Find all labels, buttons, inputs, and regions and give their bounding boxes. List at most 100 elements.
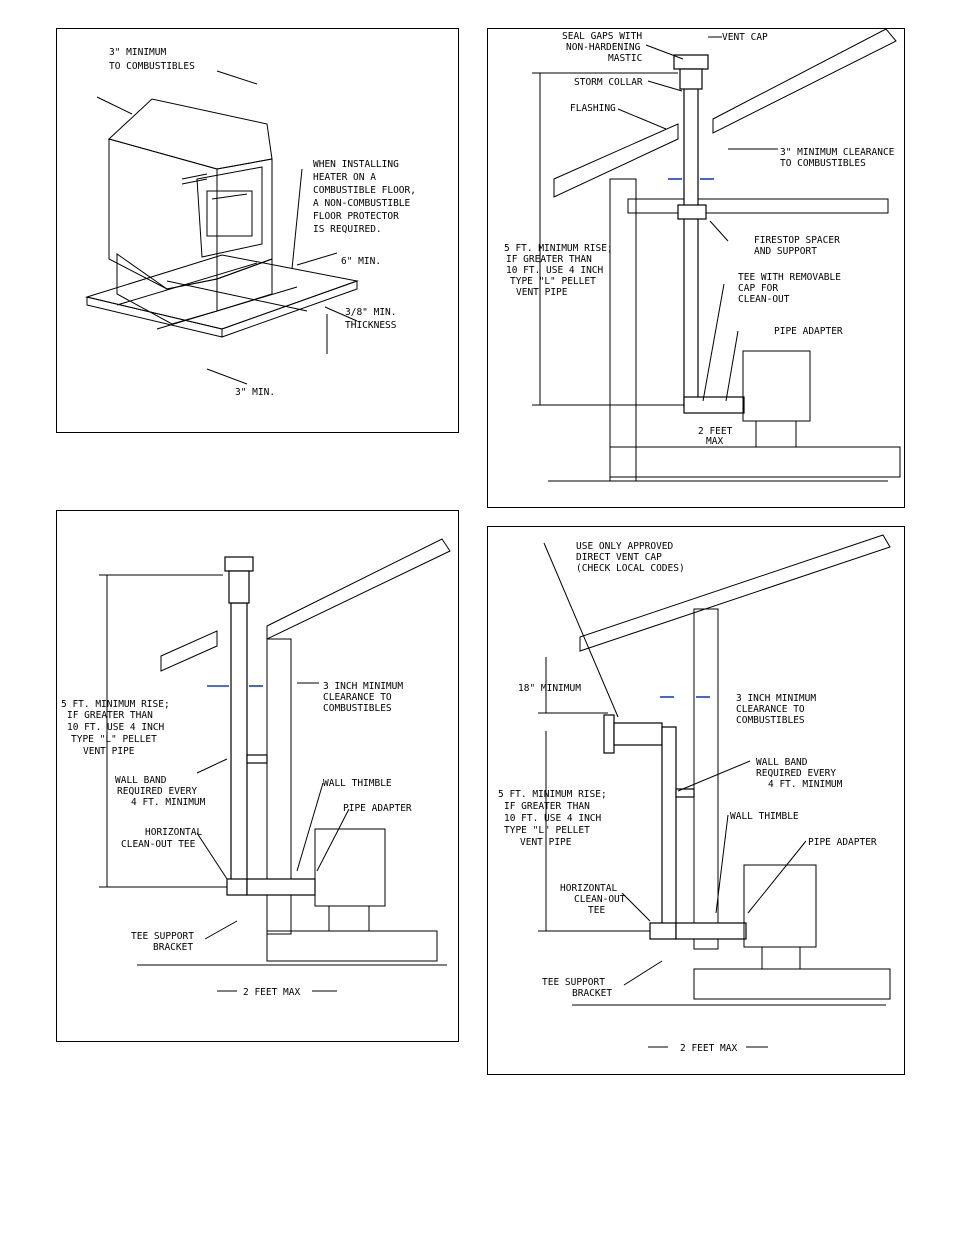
label-floor-3: COMBUSTIBLE FLOOR, xyxy=(313,185,416,196)
roof xyxy=(579,534,891,652)
label-thickness-1: 3/8" MIN. xyxy=(345,307,396,318)
label-firestop-2: AND SUPPORT xyxy=(754,246,817,257)
panel-stove-clearances: 3" MINIMUM TO COMBUSTIBLES WHEN INSTALLI… xyxy=(56,28,459,433)
label-rise-2: IF GREATER THAN xyxy=(504,801,590,812)
wall xyxy=(266,638,292,935)
label-clearance-1: 3 INCH MINIMUM xyxy=(323,681,403,692)
label-rise-1: 5 FT. MINIMUM RISE; xyxy=(504,243,613,254)
label-wall-thimble: WALL THIMBLE xyxy=(730,811,799,822)
label-seal-1: SEAL GAPS WITH xyxy=(562,31,642,42)
clean-out-tee xyxy=(649,922,677,940)
label-seal-2: NON-HARDENING xyxy=(566,42,641,53)
label-tee-1: HORIZONTAL xyxy=(145,827,202,838)
label-18in-min: 18" MINIMUM xyxy=(518,683,581,694)
label-clearance-2: CLEARANCE TO xyxy=(736,704,805,715)
stove-clearance-diagram: 3" MINIMUM TO COMBUSTIBLES WHEN INSTALLI… xyxy=(85,47,416,398)
label-rise-3: 10 FT. USE 4 INCH xyxy=(506,265,604,276)
label-pipe-adapter: PIPE ADAPTER xyxy=(343,803,412,814)
roof-right xyxy=(712,29,897,134)
stove xyxy=(743,864,817,948)
label-cap-2: DIRECT VENT CAP xyxy=(576,552,662,563)
label-clearance-1: 3" MINIMUM CLEARANCE xyxy=(780,147,895,158)
vent-pipe xyxy=(683,86,699,408)
label-cap-1: USE ONLY APPROVED xyxy=(576,541,674,552)
label-band-3: 4 FT. MINIMUM xyxy=(768,779,843,790)
label-rise-1: 5 FT. MINIMUM RISE; xyxy=(61,699,170,710)
label-seal-3: MASTIC xyxy=(608,53,642,64)
label-floor-1: WHEN INSTALLING xyxy=(313,159,399,170)
label-firestop-1: FIRESTOP SPACER xyxy=(754,235,840,246)
roof-right xyxy=(266,538,451,640)
label-tee-2: CLEAN-OUT TEE xyxy=(121,839,196,850)
label-support-2: BRACKET xyxy=(572,988,612,999)
label-clearance-2: CLEARANCE TO xyxy=(323,692,392,703)
label-floor-2: HEATER ON A xyxy=(313,172,376,183)
label-support-1: TEE SUPPORT xyxy=(131,931,194,942)
label-rise-5: VENT PIPE xyxy=(83,746,135,757)
label-tee-1: TEE WITH REMOVABLE xyxy=(738,272,841,283)
wall-band xyxy=(675,788,695,798)
label-vent-cap: VENT CAP xyxy=(722,32,768,43)
roof-left xyxy=(553,123,679,198)
stove xyxy=(742,350,811,422)
label-rise-5: VENT PIPE xyxy=(520,837,572,848)
label-rise-2: IF GREATER THAN xyxy=(67,710,153,721)
firestop xyxy=(677,204,707,220)
label-rise-4: TYPE "L" PELLET xyxy=(510,276,596,287)
label-band-1: WALL BAND xyxy=(756,757,808,768)
ceiling-joist xyxy=(627,198,889,214)
label-rise-4: TYPE "L" PELLET xyxy=(71,734,157,745)
label-clearance-2: TO COMBUSTIBLES xyxy=(780,158,866,169)
floor-protector xyxy=(85,254,359,330)
vertical-vent-diagram: SEAL GAPS WITH NON-HARDENING MASTIC VENT… xyxy=(504,29,901,482)
clean-out-tee xyxy=(683,396,745,414)
label-tee-2: CAP FOR xyxy=(738,283,778,294)
label-thickness-2: THICKNESS xyxy=(345,320,397,331)
label-2ft-2: MAX xyxy=(706,436,723,447)
label-tee-2: CLEAN-OUT xyxy=(574,894,626,905)
label-band-3: 4 FT. MINIMUM xyxy=(131,797,206,808)
floor-slab xyxy=(266,930,438,962)
floor-slab xyxy=(693,968,891,1000)
label-rise-4: TYPE "L" PELLET xyxy=(504,825,590,836)
direct-vent-cap xyxy=(603,714,615,754)
label-rise-3: 10 FT. USE 4 INCH xyxy=(67,722,165,733)
label-floor-4: A NON-COMBUSTIBLE xyxy=(313,198,411,209)
stove xyxy=(314,828,386,907)
label-rise-5: VENT PIPE xyxy=(516,287,568,298)
direct-vent-diagram: USE ONLY APPROVED DIRECT VENT CAP (CHECK… xyxy=(498,534,891,1054)
label-band-2: REQUIRED EVERY xyxy=(117,786,197,797)
roof-left xyxy=(160,630,218,672)
label-storm-collar: STORM COLLAR xyxy=(574,77,643,88)
label-2ft-1: 2 FEET xyxy=(698,426,733,437)
label-tee-3: CLEAN-OUT xyxy=(738,294,790,305)
label-band-2: REQUIRED EVERY xyxy=(756,768,836,779)
wall-band xyxy=(246,754,268,764)
label-cap-3: (CHECK LOCAL CODES) xyxy=(576,563,685,574)
label-3in-min-front: 3" MIN. xyxy=(235,387,275,398)
label-floor-5: FLOOR PROTECTOR xyxy=(313,211,399,222)
label-pipe-adapter: PIPE ADAPTER xyxy=(774,326,843,337)
label-flashing: FLASHING xyxy=(570,103,616,114)
label-tee-1: HORIZONTAL xyxy=(560,883,617,894)
label-floor-6: IS REQUIRED. xyxy=(313,224,382,235)
label-2ft-max: 2 FEET MAX xyxy=(243,987,300,998)
vent-pipe xyxy=(661,726,677,934)
label-tee-3: TEE xyxy=(588,905,605,916)
panel-vertical-roof-vent: SEAL GAPS WITH NON-HARDENING MASTIC VENT… xyxy=(487,28,905,508)
label-pipe-adapter: PIPE ADAPTER xyxy=(808,837,877,848)
panel-direct-vent: USE ONLY APPROVED DIRECT VENT CAP (CHECK… xyxy=(487,526,905,1075)
label-3in-min-2: TO COMBUSTIBLES xyxy=(109,61,195,72)
vent-cap xyxy=(224,556,254,572)
label-3in-min-1: 3" MINIMUM xyxy=(109,47,166,58)
floor-slab xyxy=(609,446,901,478)
wall xyxy=(693,608,719,950)
label-clearance-3: COMBUSTIBLES xyxy=(323,703,392,714)
label-rise-1: 5 FT. MINIMUM RISE; xyxy=(498,789,607,800)
panel-horizontal-wall-vent: 5 FT. MINIMUM RISE; IF GREATER THAN 10 F… xyxy=(56,510,459,1042)
pellet-stove xyxy=(108,98,273,325)
wall-vent-diagram: 5 FT. MINIMUM RISE; IF GREATER THAN 10 F… xyxy=(61,538,451,998)
label-support-2: BRACKET xyxy=(153,942,193,953)
vent-pipe xyxy=(230,602,248,889)
label-6in-min: 6" MIN. xyxy=(341,256,381,267)
